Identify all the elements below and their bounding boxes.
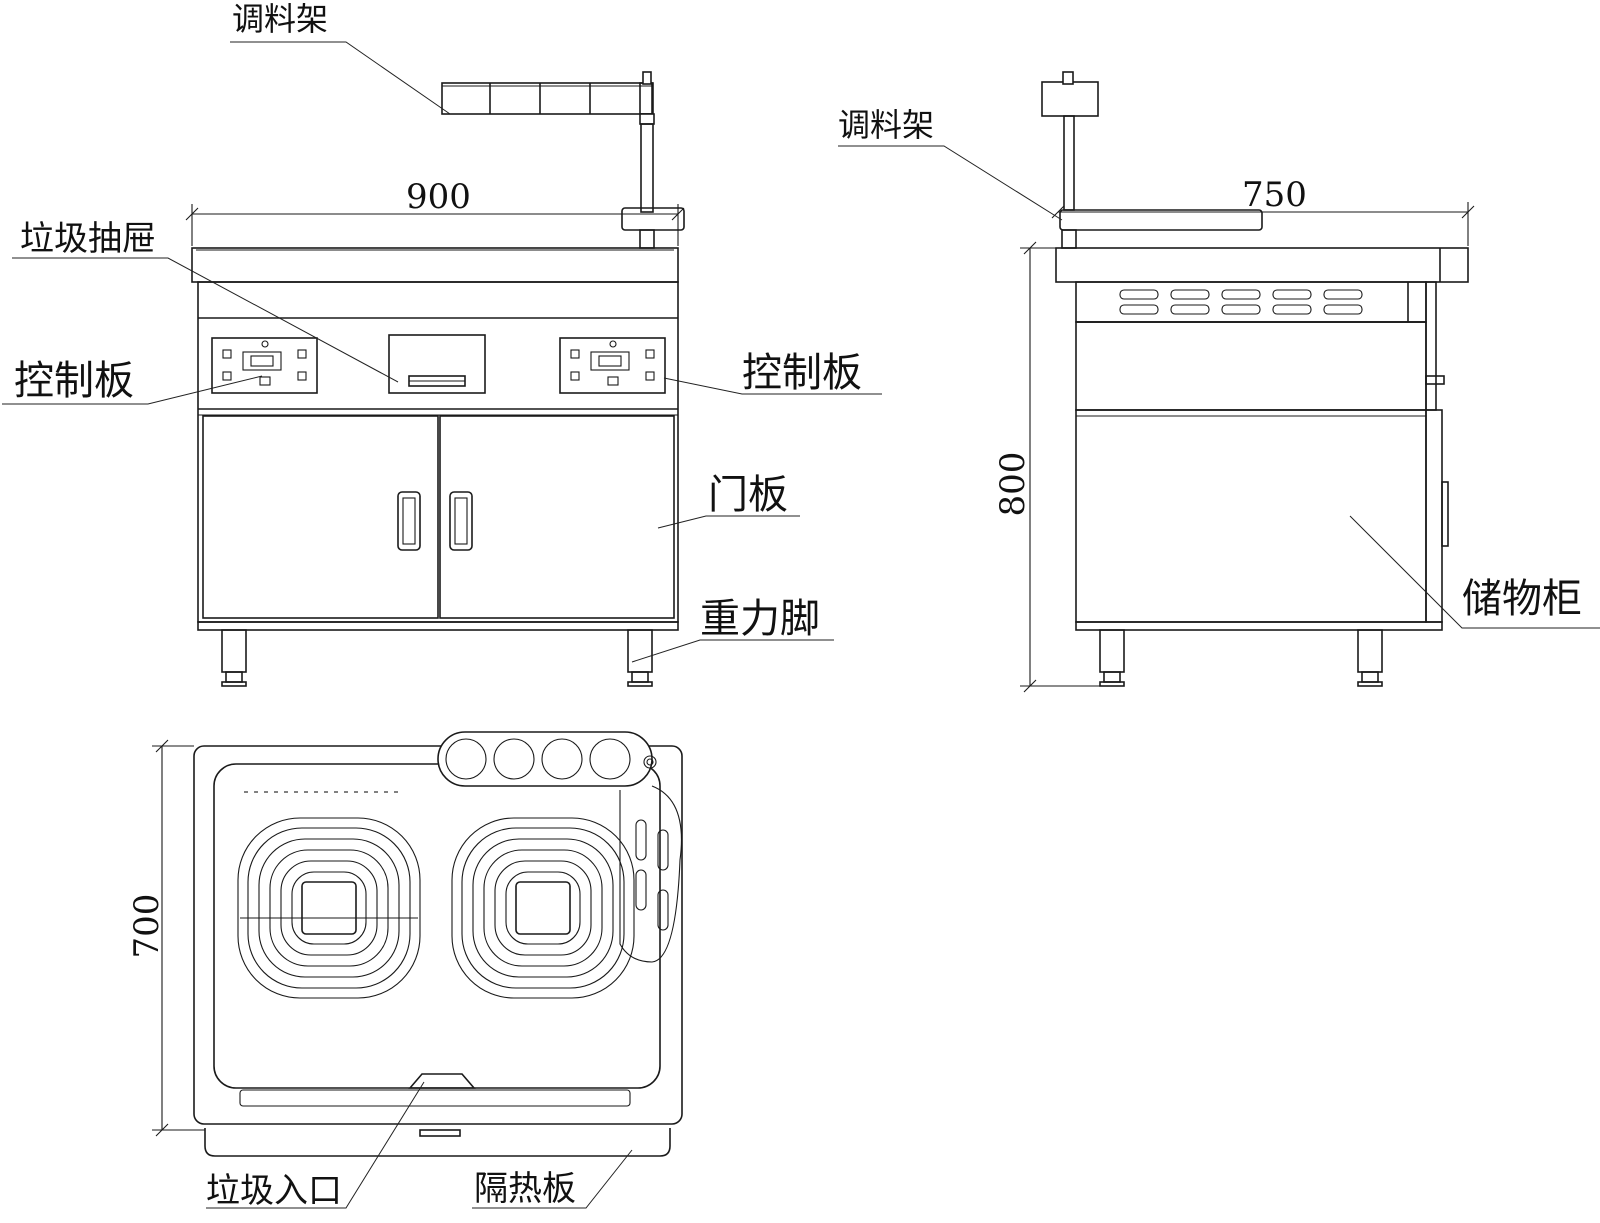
side-seasoning-rack: [1041, 71, 1263, 249]
front-doors: [202, 415, 675, 619]
dim-side-depth-label: 750: [1242, 175, 1307, 215]
top-burner-left: [237, 817, 421, 999]
label-door-panel: 门板: [708, 472, 788, 518]
label-heat-shield: 隔热板: [474, 1169, 576, 1209]
side-worktop: [1055, 247, 1469, 283]
side-view: 750 800: [993, 71, 1475, 693]
side-vents: [1119, 289, 1363, 315]
top-burner-right: [451, 817, 635, 999]
front-feet: [221, 629, 653, 687]
label-trash-inlet: 垃圾入口: [206, 1171, 342, 1211]
dim-side-depth: [1051, 202, 1475, 246]
label-trash-drawer: 垃圾抽屉: [20, 219, 156, 259]
leader-lines: [2, 41, 1600, 1209]
label-seasoning-rack-front: 调料架: [232, 0, 328, 38]
dim-front-width: [185, 204, 685, 246]
side-feet: [1099, 629, 1383, 687]
label-control-panel-right: 控制板: [742, 350, 862, 396]
label-seasoning-rack-side: 调料架: [838, 106, 934, 144]
top-seasoning-rack: [437, 731, 682, 963]
dim-side-height-label: 800: [993, 452, 1033, 517]
side-storage-cabinet: [1075, 409, 1449, 623]
label-storage-cabinet: 储物柜: [1462, 576, 1582, 622]
front-control-panel-left: [211, 337, 318, 394]
front-worktop: [191, 247, 679, 283]
label-control-panel-left: 控制板: [14, 358, 134, 404]
front-control-panel-right: [559, 337, 666, 394]
dim-front-width-label: 900: [406, 177, 471, 217]
front-seasoning-rack: [441, 71, 685, 249]
top-outline: [193, 745, 683, 1125]
front-view: 900: [185, 71, 685, 687]
label-gravity-foot: 重力脚: [700, 596, 820, 642]
top-view: 700: [127, 731, 683, 1157]
dim-side-height: [1020, 241, 1100, 693]
front-trash-drawer: [388, 334, 486, 394]
dim-top-depth-label: 700: [127, 894, 167, 959]
top-trash-inlet: [408, 1073, 476, 1089]
dim-top-depth: [152, 739, 205, 1137]
